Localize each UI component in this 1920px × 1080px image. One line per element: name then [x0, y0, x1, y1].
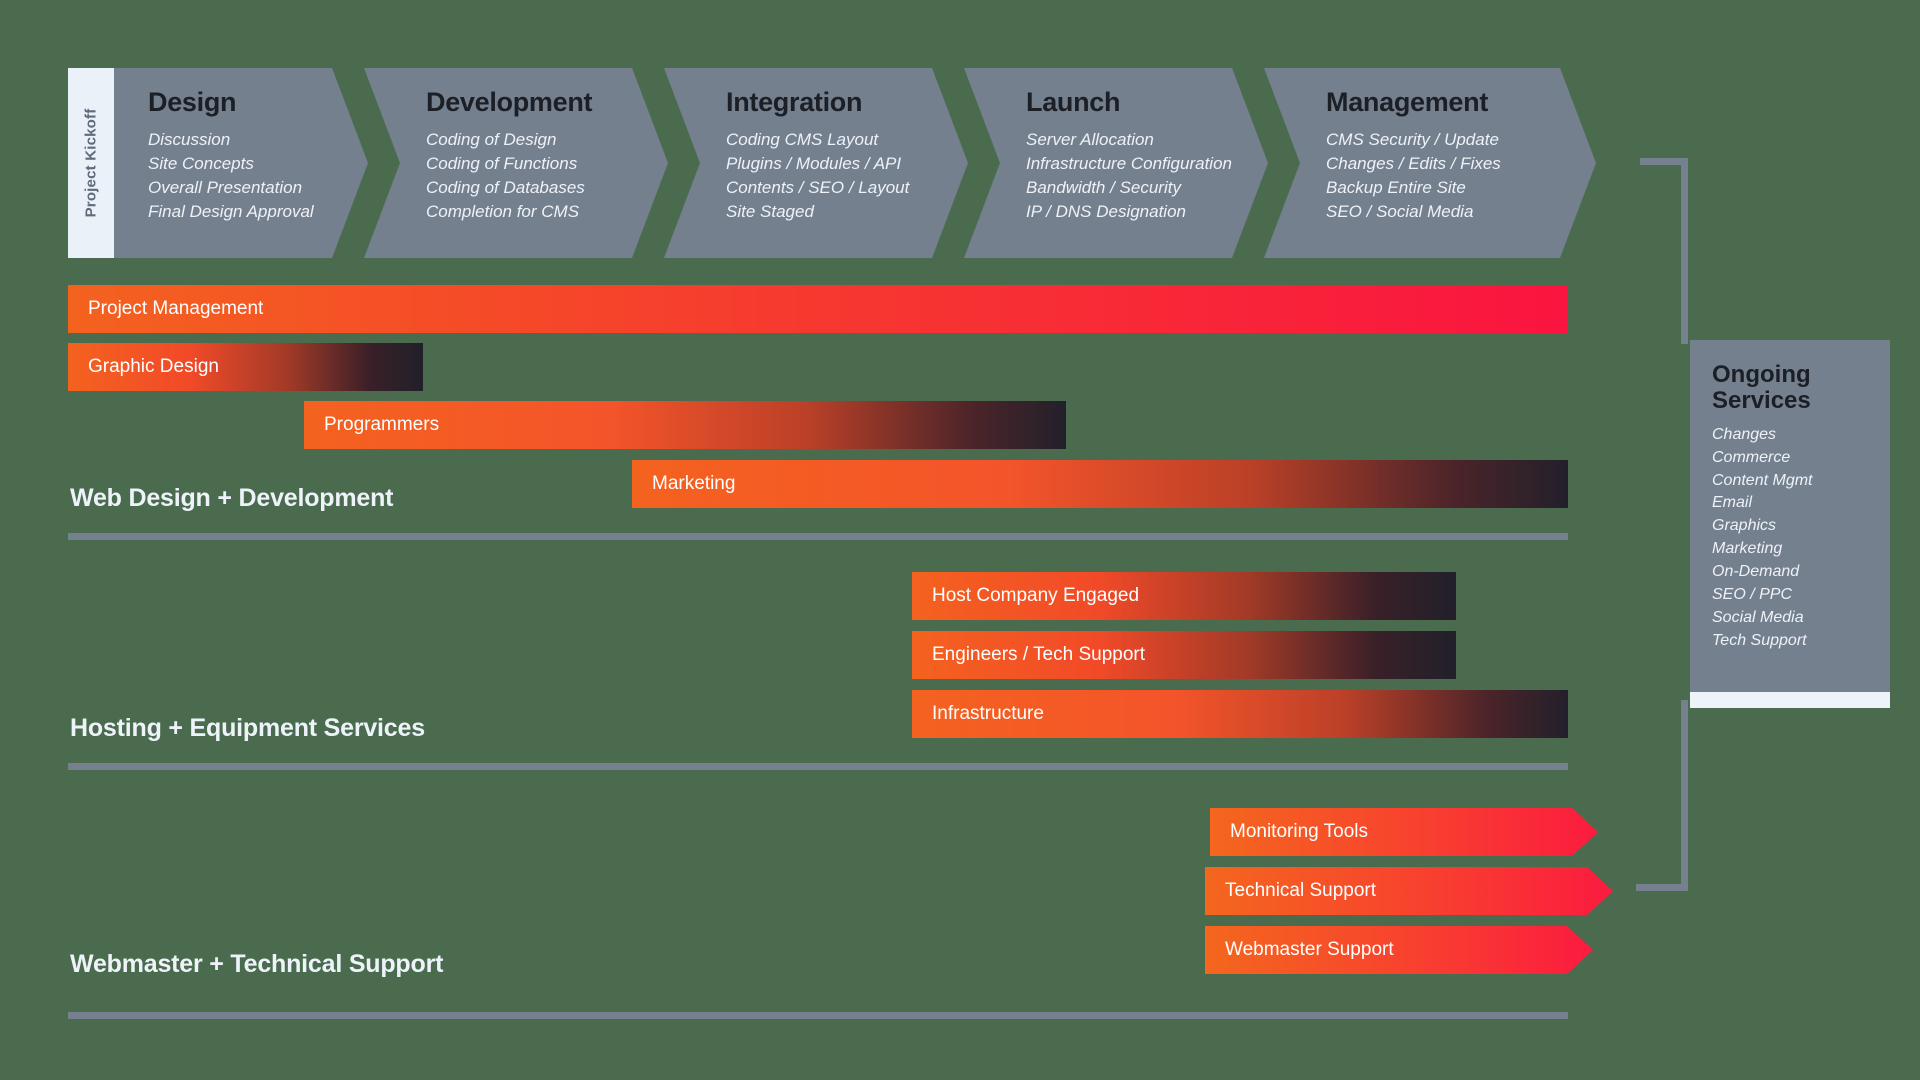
ongoing-item: Content Mgmt	[1712, 471, 1813, 489]
bar-marketing[interactable]: Marketing	[632, 460, 1568, 508]
phase-title: Development	[426, 87, 593, 117]
project-kickoff-label: Project Kickoff	[82, 108, 100, 218]
connector-top-horizontal	[1640, 158, 1688, 165]
ongoing-title-line1: Ongoing	[1712, 361, 1811, 388]
phase-launch[interactable]: Launch Server Allocation Infrastructure …	[964, 68, 1268, 258]
ongoing-item: SEO / PPC	[1712, 585, 1793, 603]
bar-infrastructure[interactable]: Infrastructure	[912, 690, 1568, 738]
section-divider	[68, 763, 1568, 770]
phase-item: Completion for CMS	[426, 202, 580, 222]
phase-item: IP / DNS Designation	[1026, 202, 1186, 222]
ongoing-item: Marketing	[1712, 540, 1783, 558]
ongoing-item: Social Media	[1712, 608, 1804, 626]
phase-item-list: Coding CMS Layout Plugins / Modules / AP…	[726, 128, 968, 225]
bar-label: Webmaster Support	[1225, 939, 1394, 960]
bar-label: Engineers / Tech Support	[932, 644, 1146, 665]
section-divider	[68, 1012, 1568, 1019]
phase-title: Management	[1326, 87, 1489, 117]
connector-bottom-horizontal	[1636, 884, 1688, 891]
phase-management[interactable]: Management CMS Security / Update Changes…	[1264, 68, 1596, 258]
phase-row: Design Discussion Site Concepts Overall …	[68, 68, 1628, 258]
ongoing-services-list: Changes Commerce Content Mgmt Email Grap…	[1712, 424, 1890, 653]
phase-item: Bandwidth / Security	[1026, 177, 1181, 197]
bar-label: Project Management	[88, 298, 264, 319]
phase-development[interactable]: Development Coding of Design Coding of F…	[364, 68, 668, 258]
ongoing-item: Commerce	[1712, 448, 1791, 466]
phase-item-list: CMS Security / Update Changes / Edits / …	[1326, 128, 1596, 225]
section-divider	[68, 533, 1568, 540]
ongoing-item: Email	[1712, 494, 1753, 512]
phase-item: Site Concepts	[148, 153, 254, 173]
phase-item: Coding of Functions	[426, 153, 578, 173]
bar-label: Host Company Engaged	[932, 585, 1140, 606]
phase-item: Plugins / Modules / API	[726, 153, 902, 173]
bar-label: Infrastructure	[932, 703, 1044, 724]
phase-item: Coding of Databases	[426, 177, 585, 197]
section-label-web-design: Web Design + Development	[70, 484, 394, 512]
bar-label: Marketing	[652, 473, 736, 494]
phase-item: CMS Security / Update	[1326, 129, 1499, 149]
phase-item: Server Allocation	[1026, 129, 1154, 149]
phase-item-list: Server Allocation Infrastructure Configu…	[1026, 128, 1268, 225]
bar-monitoring-tools[interactable]: Monitoring Tools	[1210, 808, 1598, 856]
ongoing-services-title: Ongoing Services	[1712, 362, 1890, 414]
section-label-webmaster: Webmaster + Technical Support	[70, 950, 444, 978]
phase-design[interactable]: Design Discussion Site Concepts Overall …	[68, 68, 368, 258]
bar-label: Graphic Design	[88, 356, 219, 377]
connector-bottom-vertical	[1681, 700, 1688, 891]
bar-label: Monitoring Tools	[1230, 821, 1369, 842]
phase-item: Discussion	[148, 129, 231, 149]
phase-item: Final Design Approval	[148, 202, 314, 222]
phase-item: Changes / Edits / Fixes	[1326, 153, 1501, 173]
bar-label: Technical Support	[1225, 880, 1377, 901]
phase-item: Infrastructure Configuration	[1026, 153, 1232, 173]
bar-webmaster-support[interactable]: Webmaster Support	[1205, 926, 1593, 974]
section-label-hosting: Hosting + Equipment Services	[70, 714, 425, 742]
phase-item: SEO / Social Media	[1326, 202, 1474, 222]
connector-top-vertical	[1681, 158, 1688, 344]
phase-item-list: Discussion Site Concepts Overall Present…	[148, 128, 368, 225]
bar-label: Programmers	[324, 414, 440, 435]
phase-title: Design	[148, 87, 237, 117]
ongoing-services-panel[interactable]: Ongoing Services Changes Commerce Conten…	[1690, 340, 1890, 708]
ongoing-services-footer-strip	[1690, 692, 1890, 708]
ongoing-item: Tech Support	[1712, 631, 1807, 649]
phase-integration[interactable]: Integration Coding CMS Layout Plugins / …	[664, 68, 968, 258]
phase-item: Overall Presentation	[148, 177, 303, 197]
bar-host-company-engaged[interactable]: Host Company Engaged	[912, 572, 1456, 620]
phase-item: Coding of Design	[426, 129, 557, 149]
ongoing-title-line2: Services	[1712, 386, 1811, 414]
phase-item-list: Coding of Design Coding of Functions Cod…	[426, 128, 668, 225]
ongoing-item: Graphics	[1712, 517, 1777, 535]
bar-technical-support[interactable]: Technical Support	[1205, 867, 1613, 915]
bar-engineers-tech-support[interactable]: Engineers / Tech Support	[912, 631, 1456, 679]
phase-item: Contents / SEO / Layout	[726, 177, 910, 197]
ongoing-item: On-Demand	[1712, 563, 1800, 581]
ongoing-item: Changes	[1712, 425, 1777, 443]
phase-item: Coding CMS Layout	[726, 129, 879, 149]
bar-programmers[interactable]: Programmers	[304, 401, 1066, 449]
bar-project-management[interactable]: Project Management	[68, 285, 1568, 333]
project-kickoff-tab: Project Kickoff	[68, 68, 114, 258]
bar-graphic-design[interactable]: Graphic Design	[68, 343, 423, 391]
phase-item: Site Staged	[726, 202, 814, 222]
phase-title: Launch	[1026, 87, 1121, 117]
phase-item: Backup Entire Site	[1326, 177, 1466, 197]
phase-title: Integration	[726, 87, 863, 117]
